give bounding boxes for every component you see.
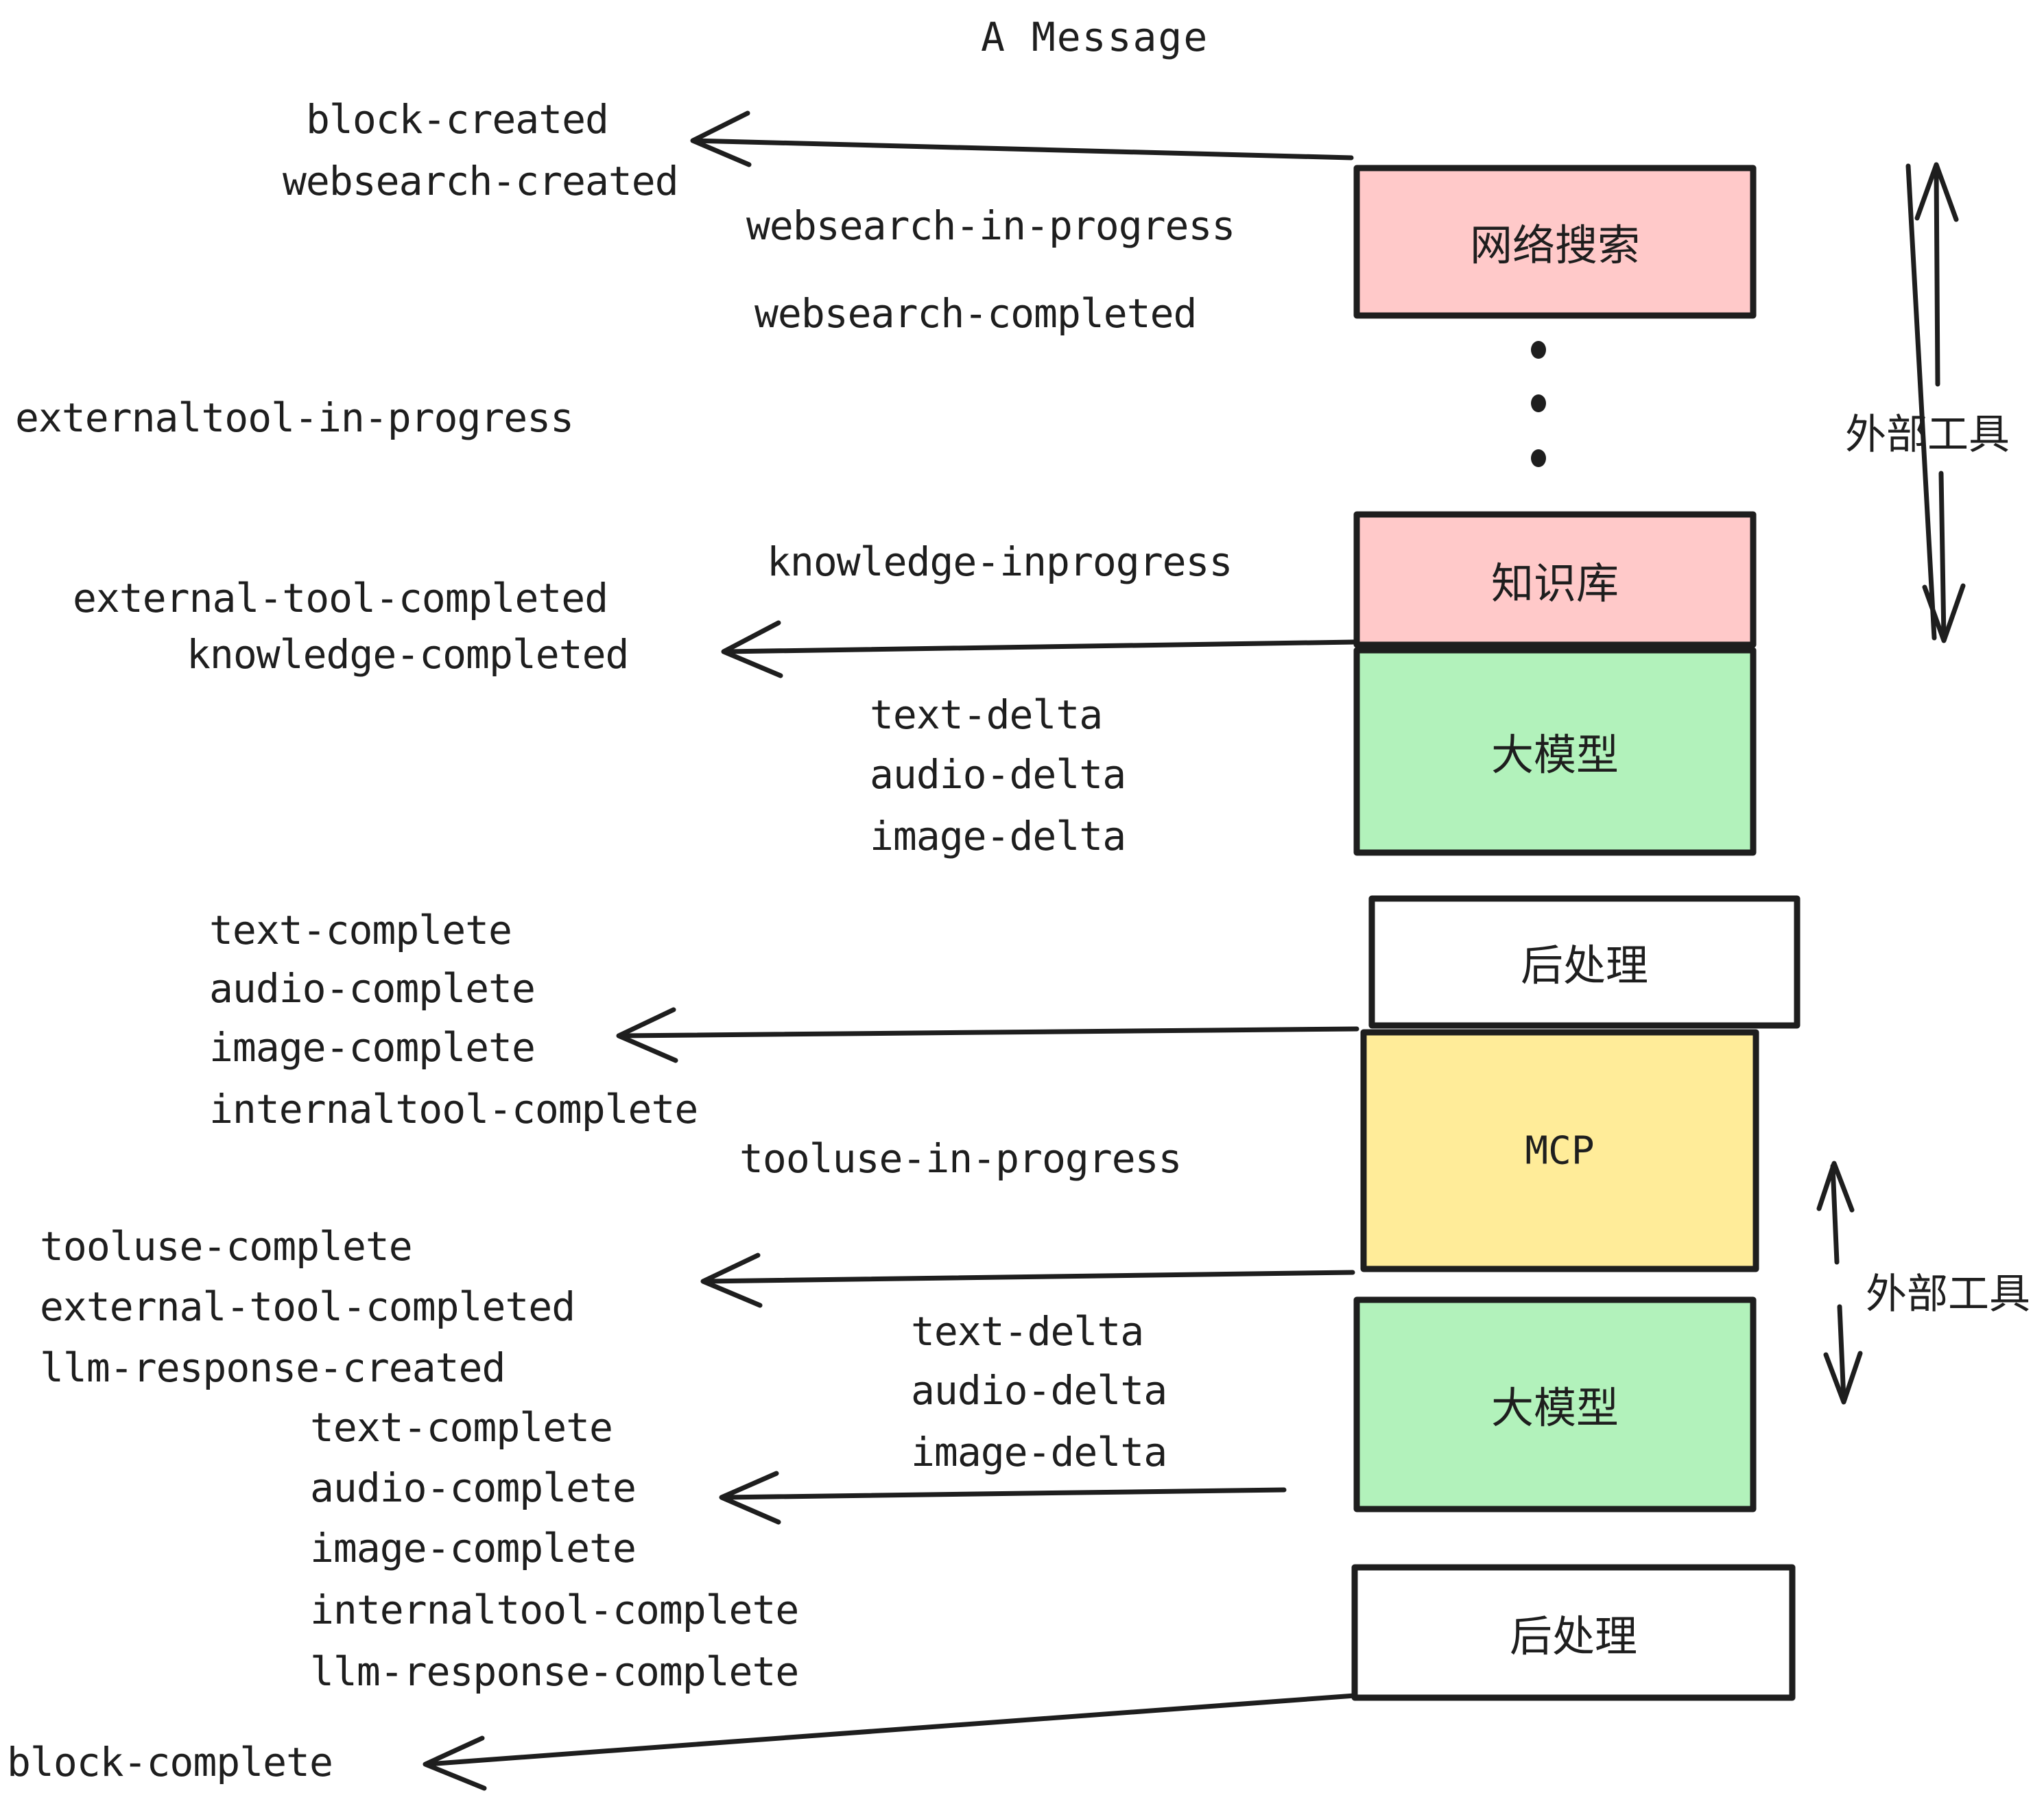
arrow-postprocess2-to-blockcomplete [423,1693,1357,1791]
event-tooluse-in-progress: tooluse-in-progress [739,1135,1182,1182]
event-audio-delta-2: audio-delta [911,1367,1167,1414]
diagram-title: A Message [981,14,1209,60]
event-tooluse-complete: tooluse-complete [40,1223,413,1270]
event-knowledge-inprogress: knowledge-inprogress [767,538,1233,585]
side-label-external-tools-bottom: 外部工具 [1866,1270,2030,1318]
arrow-websearch-to-blockcreated [690,110,1354,167]
box-label-knowledge: 知识库 [1490,558,1619,608]
side-label-external-tools-top: 外部工具 [1845,411,2010,459]
ellipsis-dot [1531,394,1546,412]
event-image-delta-1: image-delta [870,813,1126,859]
arrow-knowledge-to-completed [721,620,1357,678]
external-tools-bottom-bracket [1816,1161,1863,1405]
box-label-llm-1: 大模型 [1490,730,1619,780]
event-websearch-in-progress: websearch-in-progress [746,202,1235,249]
event-external-tool-completed-1: external-tool-completed [73,575,608,621]
ellipsis-dot [1531,341,1546,359]
box-label-llm-2: 大模型 [1490,1383,1619,1433]
event-audio-complete-2: audio-complete [310,1464,637,1511]
box-label-postprocess-1: 后处理 [1520,940,1649,990]
arrow-mcp-to-tooluse-complete [700,1253,1355,1308]
event-knowledge-completed: knowledge-completed [187,631,629,678]
event-internaltool-complete-2: internaltool-complete [310,1587,799,1633]
event-audio-complete-1: audio-complete [209,965,536,1012]
arrow-llm2-to-audiocomplete [719,1471,1287,1525]
box-label-postprocess-2: 后处理 [1509,1611,1638,1661]
event-block-created: block-created [306,96,609,143]
event-websearch-completed: websearch-completed [754,290,1197,337]
event-image-complete-1: image-complete [209,1024,536,1071]
event-websearch-created: websearch-created [283,158,679,204]
event-text-complete-1: text-complete [209,907,512,953]
event-text-delta-1: text-delta [870,691,1103,738]
event-llm-response-complete: llm-response-complete [310,1648,799,1695]
event-external-tool-completed-2: external-tool-completed [40,1283,575,1330]
ellipsis-dot [1531,449,1546,467]
arrow-postprocess1-to-imagecomplete [616,1007,1359,1063]
event-llm-response-created: llm-response-created [40,1344,506,1391]
event-internaltool-complete-1: internaltool-complete [209,1086,698,1132]
box-label-websearch: 网络搜索 [1469,220,1641,270]
event-externaltool-in-progress: externaltool-in-progress [15,394,574,441]
event-audio-delta-1: audio-delta [870,751,1126,798]
event-image-complete-2: image-complete [310,1525,637,1571]
box-label-mcp: MCP [1525,1128,1595,1174]
event-text-complete-2: text-complete [310,1404,613,1451]
event-image-delta-2: image-delta [911,1429,1167,1475]
event-text-delta-2: text-delta [911,1308,1144,1355]
event-block-complete: block-complete [7,1739,333,1785]
